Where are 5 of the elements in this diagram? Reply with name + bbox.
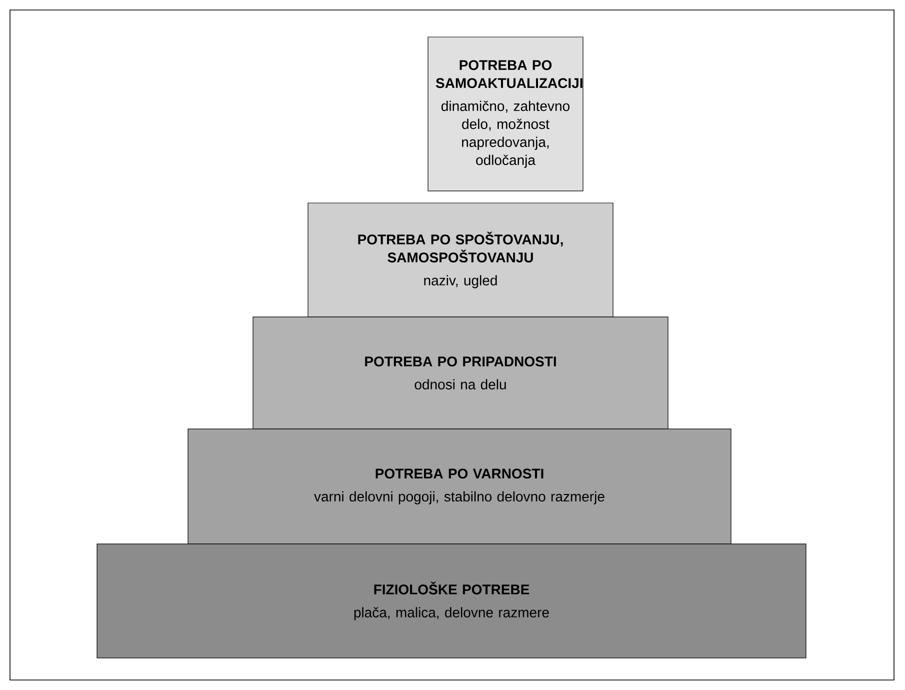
pyramid-level: POTREBA PO SAMOAKTUALIZACIJI dinamično, zahtevno delo, možnost napredovanja, odločanja	[428, 36, 584, 192]
pyramid-level: POTREBA PO PRIPADNOSTI odnosi na delu	[252, 316, 668, 430]
pyramid-level: POTREBA PO VARNOSTI varni delovni pogoji, stabilno delovno razmerje	[188, 428, 732, 544]
pyramid-level: FIZIOLOŠKE POTREBE plača, malica, delovne razmere	[96, 544, 806, 658]
pyramid-level: POTREBA PO SPOŠTOVANJU, SAMOSPOŠTOVANJU naziv, ugled	[308, 202, 614, 318]
